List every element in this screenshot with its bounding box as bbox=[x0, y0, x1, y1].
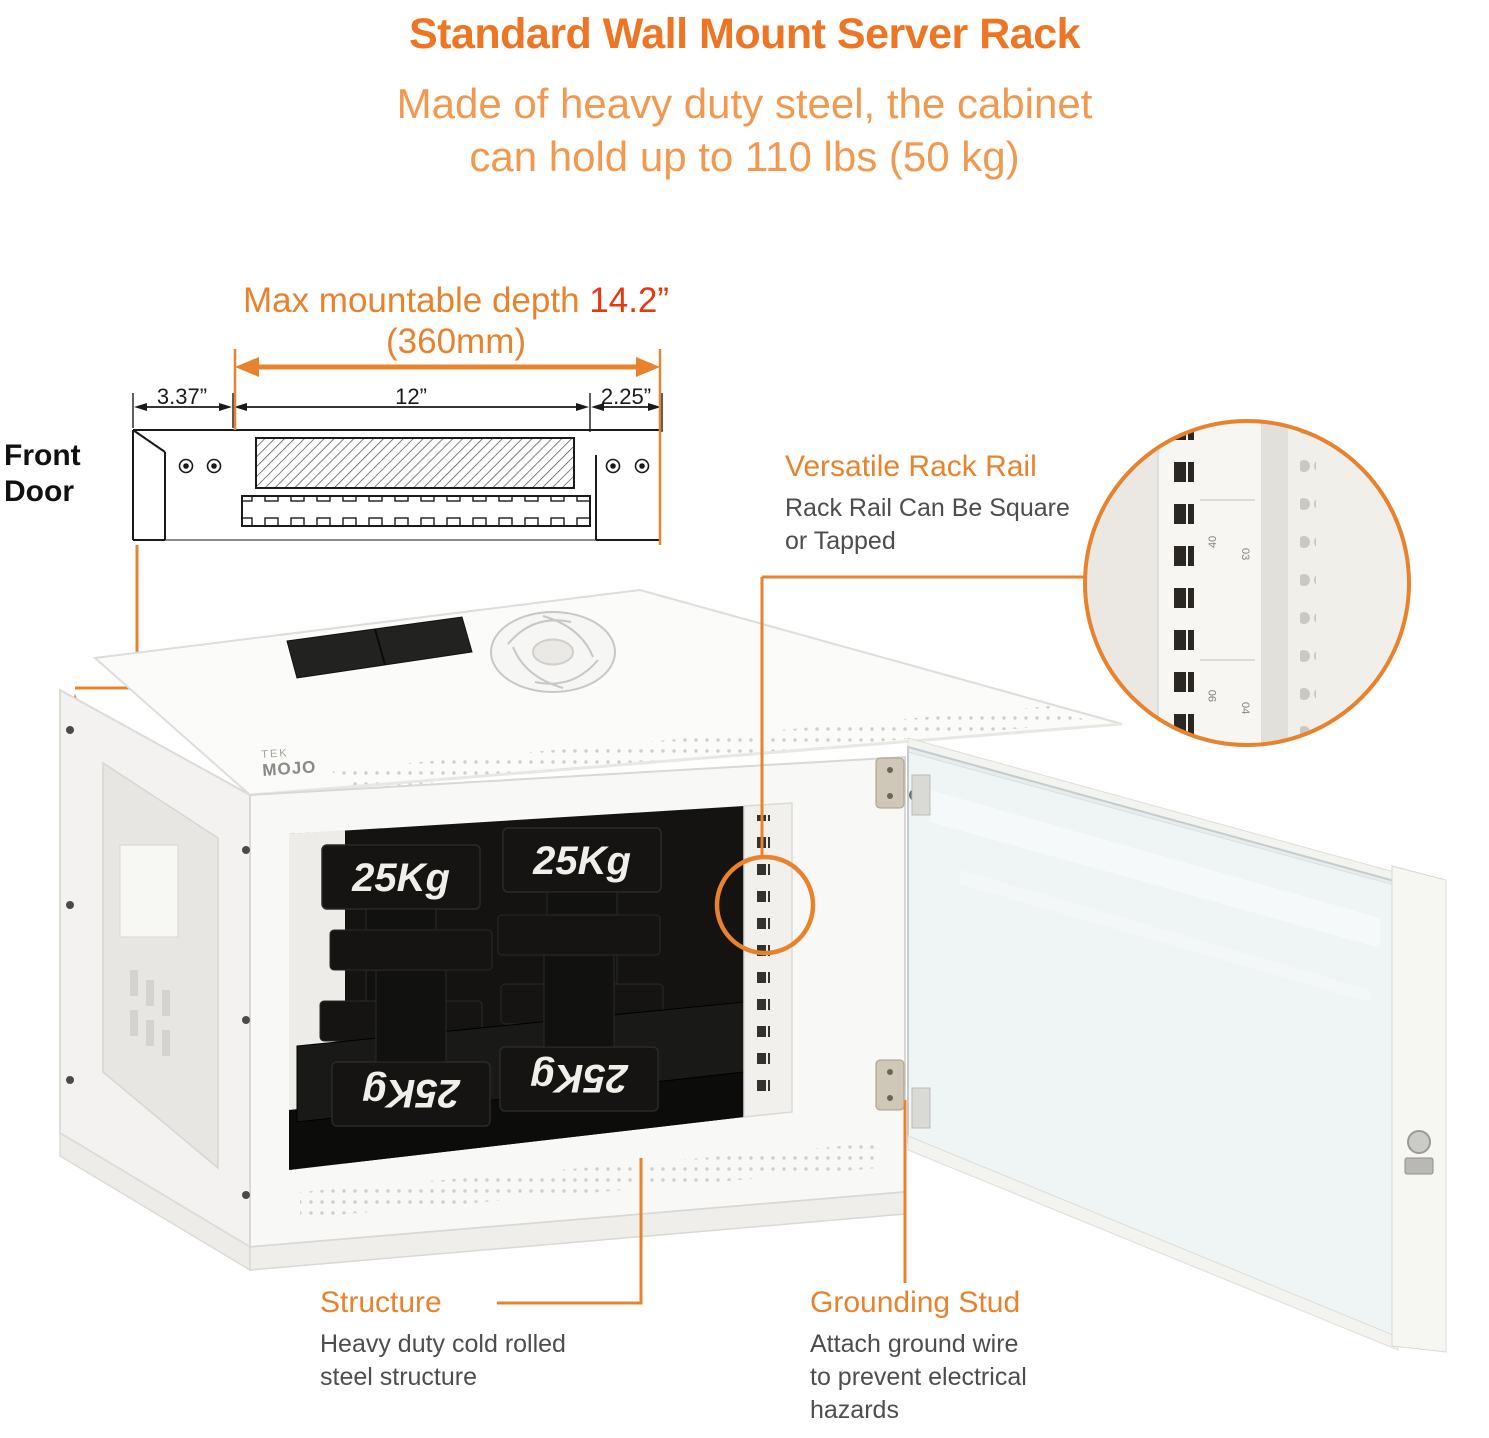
front-perforation bbox=[300, 1143, 878, 1218]
rack-rail-callout-title: Versatile Rack Rail bbox=[785, 450, 1037, 483]
structure-callout-text: Heavy duty cold rolled steel structure bbox=[320, 1328, 566, 1394]
rail-mark: 90 bbox=[1207, 690, 1219, 702]
depth-label: Max mountable depth 14.2” bbox=[243, 281, 669, 321]
brand-top-text: TEK bbox=[261, 747, 289, 761]
door-bottom-frame bbox=[907, 1135, 1399, 1351]
screw-hole-icon bbox=[178, 458, 650, 474]
cabinet-left-frame bbox=[59, 688, 251, 1272]
weight-label: 25Kg bbox=[351, 856, 450, 900]
rack-rail-callout-line-2: or Tapped bbox=[785, 527, 896, 555]
inset-square-holes bbox=[1174, 428, 1194, 745]
rack-rail bbox=[743, 802, 793, 1118]
depth-metric: (360mm) bbox=[385, 322, 527, 361]
weight-block-4: 25Kg bbox=[497, 914, 661, 1112]
weight-label: 25Kg bbox=[530, 1056, 629, 1100]
rail-connector-line bbox=[714, 575, 1085, 956]
grounding-callout-text: Attach ground wire to prevent electrical… bbox=[810, 1328, 1027, 1427]
inset-round-holes bbox=[1300, 430, 1316, 745]
dim-label-rear: 2.25” bbox=[600, 384, 652, 409]
weight-label: 25Kg bbox=[362, 1071, 461, 1115]
structure-callout-line-2: steel structure bbox=[320, 1363, 478, 1391]
rack-rail-highlight-ring bbox=[714, 854, 816, 956]
door-glass bbox=[907, 745, 1399, 1346]
rail-mark: 03 bbox=[1239, 548, 1251, 560]
rack-rail-callout-line-1: Rack Rail Can Be Square bbox=[785, 494, 1070, 522]
depth-value: 14.2” bbox=[589, 281, 670, 320]
grounding-callout-line-3: hazards bbox=[810, 1396, 899, 1424]
brand-bottom-text: MOJO bbox=[262, 757, 317, 780]
top-perforation bbox=[330, 706, 1090, 790]
weight-label: 25Kg bbox=[532, 839, 631, 883]
weight-block-3: 25Kg bbox=[329, 929, 493, 1127]
dimension-lines bbox=[132, 393, 663, 432]
depth-arrow bbox=[233, 349, 662, 545]
side-cutout bbox=[119, 844, 179, 938]
fan-grille bbox=[490, 611, 616, 693]
depth-label-text: Max mountable depth bbox=[242, 281, 590, 320]
glass-door bbox=[875, 737, 1447, 1353]
rail-mark: 40 bbox=[1207, 536, 1219, 548]
door-hinge bbox=[875, 1059, 905, 1111]
rail-mark: 04 bbox=[1239, 702, 1251, 714]
inset-border-ring bbox=[1083, 419, 1411, 747]
grounding-callout-title: Grounding Stud bbox=[810, 1286, 1021, 1319]
subtitle-line-2: can hold up to 110 lbs (50 kg) bbox=[469, 133, 1020, 180]
front-door-line-2: Door bbox=[4, 475, 74, 508]
dim-label-middle: 12” bbox=[395, 384, 427, 409]
structure-connector-line bbox=[497, 1158, 643, 1305]
inset-rail-zoom: 40 03 90 04 bbox=[1083, 419, 1411, 747]
server-cabinet-illustration: TEK MOJO 25Kg bbox=[59, 588, 1447, 1353]
brand-logo: TEK MOJO bbox=[261, 747, 317, 780]
page-title: Standard Wall Mount Server Rack bbox=[408, 10, 1081, 58]
door-lock bbox=[1407, 1130, 1431, 1154]
structure-callout-line-1: Heavy duty cold rolled bbox=[320, 1330, 566, 1358]
door-edge-bar bbox=[1391, 865, 1447, 1353]
rack-rail-callout-text: Rack Rail Can Be Square or Tapped bbox=[785, 492, 1070, 558]
door-hinge bbox=[875, 757, 905, 809]
dim-label-front: 3.37” bbox=[156, 384, 208, 409]
glass-clamp bbox=[911, 774, 931, 816]
structure-callout-title: Structure bbox=[320, 1286, 442, 1319]
grounding-callout-line-1: Attach ground wire bbox=[810, 1330, 1019, 1358]
grounding-callout-line-2: to prevent electrical bbox=[810, 1363, 1027, 1391]
cross-section-diagram bbox=[132, 429, 661, 541]
front-door-label: Front Door bbox=[4, 438, 81, 510]
lock-nut bbox=[1404, 1157, 1434, 1175]
front-door-line-1: Front bbox=[4, 439, 81, 472]
subtitle-line-1: Made of heavy duty steel, the cabinet bbox=[396, 80, 1093, 127]
glass-clamp bbox=[911, 1087, 931, 1129]
cabinet-top: TEK MOJO bbox=[92, 588, 1123, 797]
